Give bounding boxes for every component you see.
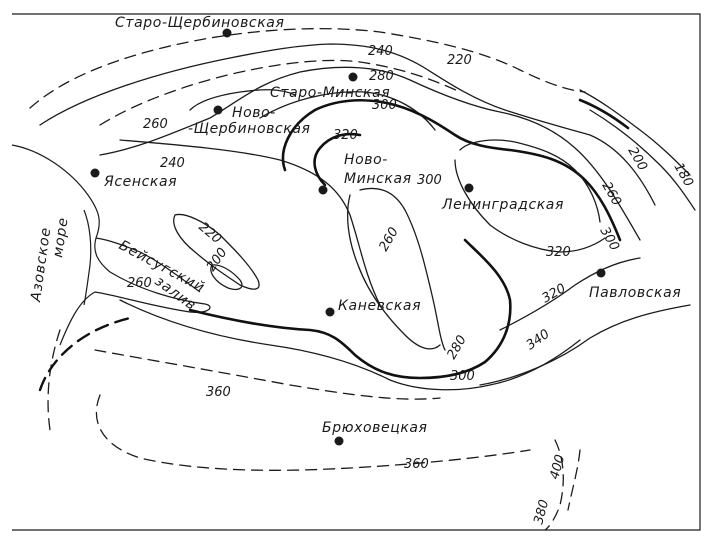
isoline (346, 194, 441, 350)
isoline (95, 394, 531, 471)
isoline-label: 340 (524, 327, 553, 354)
map-frame (12, 13, 701, 531)
isoline-label: 280 (369, 69, 394, 84)
settlement-dot (213, 105, 223, 115)
isoline (39, 43, 656, 206)
isoline (479, 304, 691, 386)
settlement-dot (318, 185, 328, 195)
isoline (359, 187, 446, 351)
isoline (579, 89, 691, 176)
settlement-dot (334, 436, 344, 446)
coastline (11, 144, 211, 346)
sea-label: Азовское (28, 226, 54, 304)
isoline (459, 139, 601, 223)
settlement-label: Павловская (589, 285, 681, 301)
isoline-label: 300 (372, 98, 397, 113)
isoline-label: 300 (597, 225, 622, 254)
settlement-dot (90, 168, 100, 178)
isoline-label: 300 (417, 173, 442, 188)
settlement-label: Брюховецкая (322, 420, 428, 436)
isoline (567, 449, 581, 511)
isoline (94, 349, 441, 400)
isoline-label: 380 (531, 498, 552, 526)
isoline (119, 299, 581, 391)
bay-shore (95, 237, 201, 293)
isoline (589, 109, 696, 211)
isoline-label: 300 (450, 369, 475, 384)
settlement-dot (464, 183, 474, 193)
isoline-300 (188, 238, 512, 380)
isoline-300 (281, 98, 622, 242)
isoline-label: 320 (546, 245, 571, 260)
isoline (47, 329, 61, 431)
settlement-dot (596, 268, 606, 278)
spit (83, 209, 92, 306)
isoline-label: 320 (540, 281, 569, 306)
isoline-label: 220 (447, 53, 472, 68)
settlement-label: Минская (344, 171, 412, 187)
isoline (173, 213, 260, 290)
isoline (119, 139, 381, 306)
isoline (189, 89, 296, 111)
isoline-label: 360 (404, 457, 429, 472)
settlement-label: Старо-Минская (270, 85, 390, 101)
isoline-label: 260 (376, 225, 401, 254)
isoline (544, 439, 564, 531)
isoline-label: 280 (444, 333, 469, 362)
isoline-label: 200 (204, 245, 231, 274)
isoline (578, 98, 630, 130)
isoline (454, 159, 606, 253)
settlement-label: Ново- (344, 152, 388, 168)
isoline (99, 66, 641, 241)
isoline-label: 180 (671, 161, 696, 190)
settlement-label: Ясенская (103, 174, 177, 190)
isoline (499, 257, 641, 331)
settlement-dot (325, 307, 335, 317)
isoline-300 (313, 132, 362, 187)
isoline (99, 59, 461, 126)
sea-label: море (50, 216, 72, 258)
settlement-dot (348, 72, 358, 82)
isoline-label: 240 (160, 156, 185, 171)
isoline-label: 200 (625, 145, 650, 174)
isoline (29, 27, 586, 109)
isoline-label: 320 (333, 128, 358, 143)
settlement-label: Каневская (338, 298, 421, 314)
isoline-label: 240 (368, 44, 393, 59)
isoline (210, 264, 243, 291)
settlement-dot (222, 28, 232, 38)
isoline-label: 400 (547, 453, 568, 481)
isoline-label: 260 (127, 276, 152, 291)
isoline-label: 260 (143, 117, 168, 132)
settlement-label: -Щербиновская (188, 121, 311, 137)
isoline (38, 316, 132, 392)
settlement-label: Ленинградская (441, 197, 564, 213)
isoline-label: 220 (195, 220, 224, 247)
isoline-label: 360 (206, 385, 231, 400)
settlement-label: Ново- (232, 105, 276, 121)
settlement-label: Старо-Щербиновская (115, 15, 284, 31)
